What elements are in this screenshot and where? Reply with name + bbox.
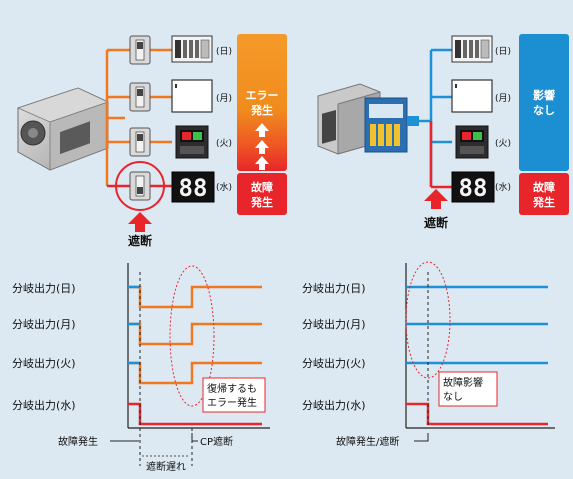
right-timing-chart: 分岐出力(日) 分岐出力(月) 分岐出力(火) 分岐出力(水) 故障影響 なし …: [302, 261, 555, 448]
left-breaker-mon: [129, 82, 151, 112]
right-monitor-device: [451, 79, 493, 113]
right-branch-wiring: [419, 48, 452, 189]
up-arrow-icon: [255, 156, 269, 170]
tripped-breaker-highlight: [115, 161, 165, 211]
left-fault-panel: 故障 発生: [237, 173, 287, 215]
up-arrow-icon: [255, 140, 269, 154]
right-signal-wed: [406, 402, 548, 426]
left-recovery-highlight: [169, 265, 215, 407]
right-fault-panel: 故障 発生: [519, 173, 569, 215]
left-branch-wiring: [105, 48, 172, 188]
left-monitor-device: [171, 79, 213, 113]
left-cp-label: CP遮断: [200, 435, 233, 448]
right-row-label-sun: 分岐出力(日): [302, 281, 366, 295]
right-cutoff-arrow-icon: [424, 189, 448, 209]
left-row-label-sun: 分岐出力(日): [12, 281, 76, 295]
right-fault-label: 故障発生/遮断: [336, 435, 399, 448]
right-row-label-tue: 分岐出力(火): [302, 356, 366, 370]
left-row-label-mon: 分岐出力(月): [12, 317, 76, 331]
right-fault-label-line2: 発生: [532, 195, 555, 209]
left-cutoff-arrow-icon: [128, 212, 152, 232]
left-error-panel: エラー 発生: [237, 34, 287, 171]
right-day-label-wed: (水): [495, 181, 511, 193]
left-power-unit: [16, 87, 110, 171]
left-controller-device: [175, 125, 209, 159]
left-note-box: [202, 377, 266, 413]
left-plc-device: [171, 35, 213, 63]
left-row-label-wed: 分岐出力(水): [12, 398, 76, 412]
up-arrow-icon: [255, 123, 269, 137]
right-day-label-mon: (月): [495, 93, 511, 104]
right-no-effect-highlight: [405, 261, 451, 379]
left-note-line1: 復帰するも: [207, 382, 257, 395]
right-cutoff-label: 遮断: [424, 215, 448, 230]
left-day-label-sun: (日): [216, 46, 232, 57]
left-fault-label: 故障発生: [58, 435, 98, 448]
left-day-label-mon: (月): [216, 93, 232, 104]
left-breaker-sun: [129, 35, 151, 65]
right-row-label-wed: 分岐出力(水): [302, 398, 366, 412]
left-row-label-tue: 分岐出力(火): [12, 356, 76, 370]
no-effect-label-line2: なし: [533, 104, 555, 117]
svg-text:88: 88: [179, 174, 208, 202]
left-delay-label: 遮断遅れ: [146, 460, 186, 473]
error-label-line2: 発生: [250, 103, 273, 117]
left-note-line2: エラー発生: [207, 396, 257, 409]
left-fault-label-line1: 故障: [251, 180, 273, 194]
right-no-effect-panel: 影響 なし: [519, 34, 569, 171]
left-day-label-tue: (火): [216, 138, 232, 149]
left-breaker-tue: [129, 127, 151, 157]
left-breaker-wed: [129, 171, 151, 201]
right-row-label-mon: 分岐出力(月): [302, 317, 366, 331]
left-segment-display: 88: [171, 171, 215, 203]
right-day-label-tue: (火): [495, 138, 511, 149]
right-note-line1: 故障影響: [443, 376, 483, 389]
right-note-line2: なし: [443, 391, 463, 403]
left-signal-mon: [128, 322, 262, 346]
right-fault-label-line1: 故障: [533, 180, 555, 194]
left-cutoff-label: 遮断: [128, 233, 152, 248]
right-day-label-sun: (日): [495, 46, 511, 57]
left-fault-label-line2: 発生: [250, 195, 273, 209]
error-label-line1: エラー: [246, 89, 279, 102]
left-signal-wed: [128, 402, 262, 426]
right-note-box: [438, 371, 498, 407]
right-segment-display: 88: [451, 171, 495, 203]
right-plc-device: [451, 35, 493, 63]
right-controller-device: [455, 125, 489, 159]
left-timing-chart: 分岐出力(日) 分岐出力(月) 分岐出力(火) 分岐出力(水) 復帰するも エラ…: [12, 263, 270, 473]
no-effect-label-line1: 影響: [533, 88, 555, 102]
svg-text:88: 88: [459, 174, 488, 202]
left-day-label-wed: (水): [216, 181, 232, 193]
left-signal-sun: [128, 285, 262, 309]
right-power-units: [317, 83, 419, 155]
